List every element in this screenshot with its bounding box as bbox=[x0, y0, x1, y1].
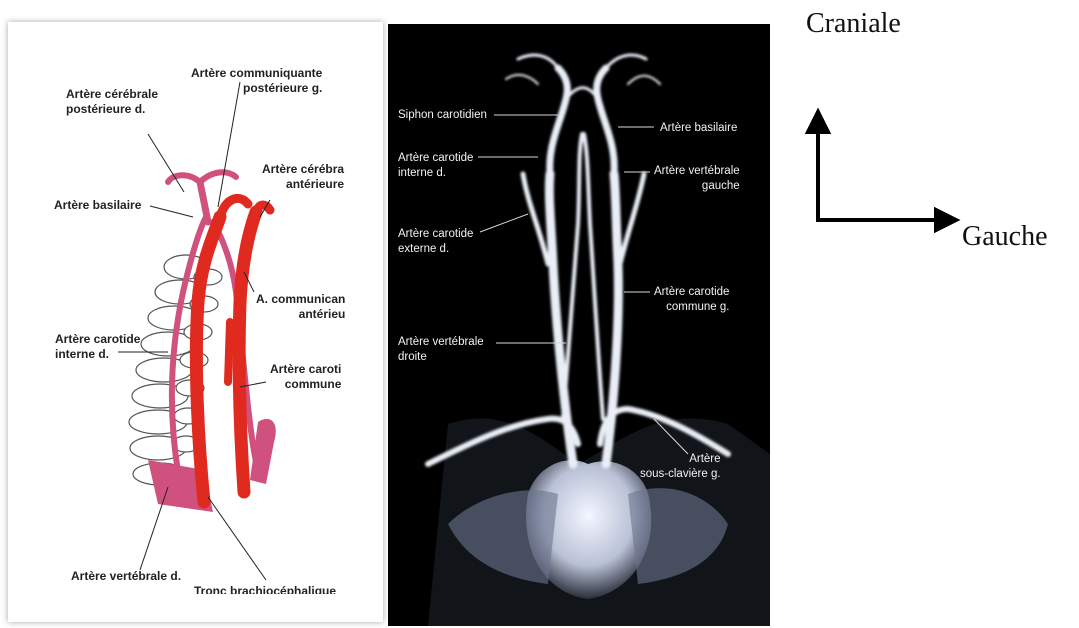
label-internal-carotid-angio: Artère carotide interne d. bbox=[398, 151, 473, 181]
label-anterior-communicating-artery: A. communican antérieu bbox=[256, 292, 345, 322]
orientation-left-label: Gauche bbox=[962, 221, 1048, 253]
label-carotid-siphon: Siphon carotidien bbox=[398, 108, 487, 123]
label-subclavian-artery: Artère sous-clavière g. bbox=[640, 452, 721, 482]
label-common-carotid-artery: Artère caroti commune bbox=[270, 362, 341, 392]
anatomy-drawing-panel: Artère communiquante postérieure g. Artè… bbox=[8, 22, 383, 622]
cranial-arrowhead bbox=[808, 112, 828, 132]
label-brachiocephalic-trunk: Tronc brachiocéphalique bbox=[194, 584, 336, 594]
label-posterior-communicating-artery: Artère communiquante postérieure g. bbox=[191, 66, 322, 96]
label-basilar-artery: Artère basilaire bbox=[54, 198, 141, 213]
orientation-cranial-label: Craniale bbox=[806, 8, 901, 40]
label-left-vertebral-artery: Artère vertébrale gauche bbox=[654, 164, 740, 194]
label-external-carotid-angio: Artère carotide externe d. bbox=[398, 227, 473, 257]
label-right-vertebral-artery: Artère vertébrale d. bbox=[71, 569, 181, 584]
label-anterior-cerebral-artery: Artère cérébra antérieure bbox=[262, 162, 344, 192]
arteries-illustration bbox=[8, 22, 383, 622]
label-common-carotid-angio: Artère carotide commune g. bbox=[654, 285, 729, 315]
label-basilar-artery-angio: Artère basilaire bbox=[660, 121, 737, 136]
left-arrowhead bbox=[936, 210, 956, 230]
angiography-panel: Siphon carotidien Artère basilaire Artèr… bbox=[388, 24, 770, 626]
label-posterior-cerebral-artery: Artère cérébrale postérieure d. bbox=[66, 87, 158, 117]
label-right-vertebral-angio: Artère vertébrale droite bbox=[398, 335, 484, 365]
label-internal-carotid-artery: Artère carotide interne d. bbox=[55, 332, 140, 362]
